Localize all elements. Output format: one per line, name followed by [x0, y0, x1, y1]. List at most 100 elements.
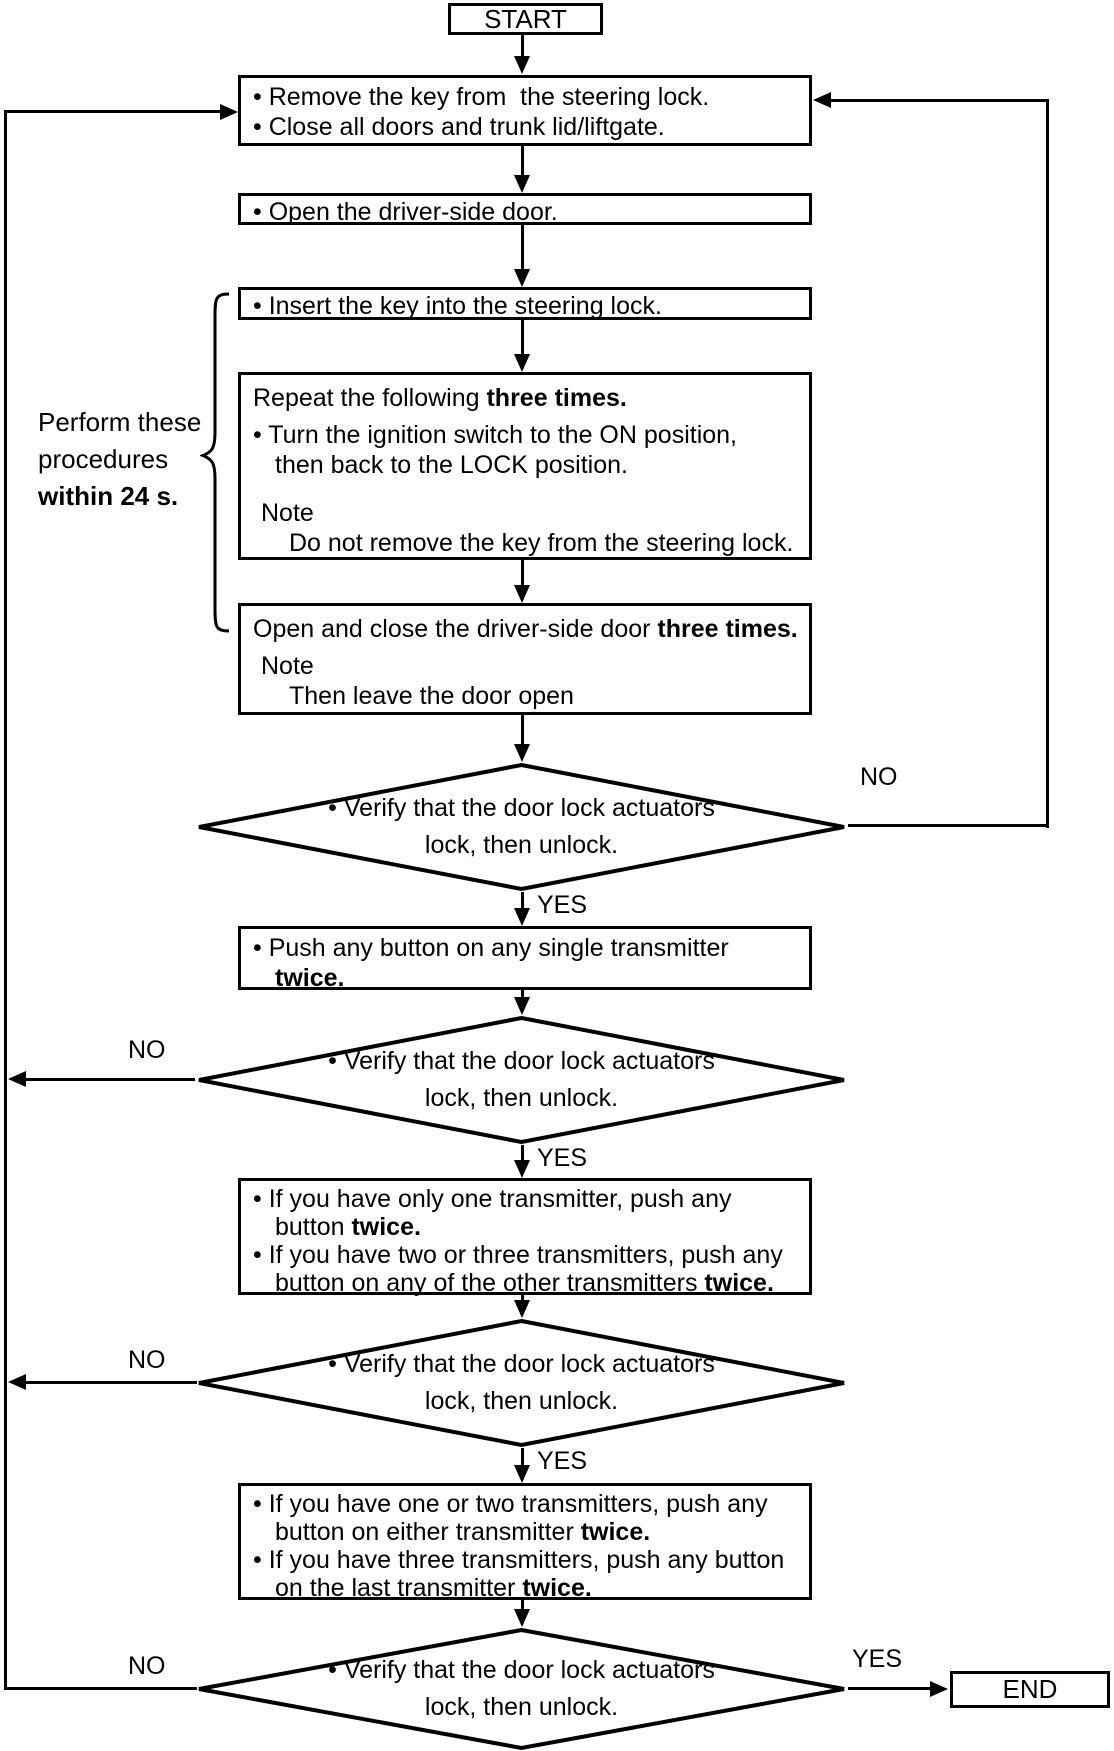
process-box-last-transmitter: • If you have one or two transmitters, p… [238, 1483, 812, 1602]
bold-text-segment: three times. [486, 384, 627, 412]
decision-text: • Verify that the door lock actuators lo… [195, 1627, 848, 1751]
connector-box7-to-decision3 [521, 1295, 524, 1302]
process-box-open-close-door: Open and close the driver-side door thre… [238, 603, 812, 715]
connector-box6-to-decision2 [521, 990, 524, 999]
end-node: END [950, 1671, 1110, 1708]
connector-decision4-yes-to-end [848, 1687, 932, 1690]
text-segment: Note [261, 652, 314, 680]
connector-decision3-no [26, 1381, 197, 1384]
text-line: Repeat the following three times. [253, 383, 799, 413]
decision-line: lock, then unlock. [424, 1693, 619, 1721]
decision-text: • Verify that the door lock actuators lo… [195, 1015, 848, 1145]
text-segment: • Push any button on any single transmit… [253, 934, 729, 962]
arrowhead-down [514, 1300, 530, 1318]
diamond-shape [198, 1627, 845, 1751]
text-segment: Perform these [38, 407, 202, 437]
decision-line: lock, then unlock. [424, 1387, 619, 1415]
text-segment: • Close all doors and trunk lid/liftgate… [253, 113, 665, 141]
text-segment: Open and close the driver-side door [253, 615, 658, 643]
text-line: button on either transmitter twice. [253, 1518, 799, 1546]
no-label-3: NO [128, 1346, 166, 1374]
process-box-repeat-ignition: Repeat the following three times. • Turn … [238, 372, 812, 560]
text-line: Note [253, 498, 799, 528]
decision-line: • Verify that the door lock actuators [328, 1656, 715, 1684]
connector-start-to-box1 [521, 34, 524, 58]
text-segment: • If you have only one transmitter, push… [253, 1185, 732, 1213]
text-line: twice. [253, 963, 799, 993]
start-node: START [448, 3, 603, 35]
diamond-shape [198, 1318, 845, 1448]
connector-left-return-line [4, 111, 7, 1690]
no-label-2: NO [128, 1036, 166, 1064]
bold-text-segment: twice. [351, 1213, 421, 1241]
arrowhead-right [220, 104, 238, 120]
text-line: • Remove the key from the steering lock. [253, 82, 799, 112]
process-box-insert-key: • Insert the key into the steering lock. [238, 287, 812, 320]
decision-text: • Verify that the door lock actuators lo… [195, 1318, 848, 1448]
connector-decision1-no [848, 824, 1049, 827]
arrowhead-down [514, 744, 530, 762]
arrowhead-right [930, 1681, 948, 1697]
text-line: Then leave the door open [253, 681, 799, 711]
process-box-remove-key: • Remove the key from the steering lock.… [238, 75, 812, 146]
text-segment: Do not remove the key from the steering … [289, 529, 794, 557]
bold-text-segment: within 24 s. [38, 481, 179, 511]
text-line: • Close all doors and trunk lid/liftgate… [253, 112, 799, 142]
process-box-open-door: • Open the driver-side door. [238, 193, 812, 226]
connector-right-to-box1 [831, 99, 1049, 102]
text-line: Open and close the driver-side door thre… [253, 614, 799, 644]
yes-label-2: YES [537, 1144, 588, 1172]
text-segment: • Remove the key from the steering lock. [253, 83, 710, 111]
text-line: button twice. [253, 1213, 799, 1241]
text-line: • Insert the key into the steering lock. [253, 291, 799, 321]
text-line: • If you have one or two transmitters, p… [253, 1490, 799, 1518]
text-segment: Then leave the door open [289, 682, 574, 710]
connector-box5-to-decision1 [521, 715, 524, 746]
connector-decision2-no [26, 1078, 195, 1081]
arrowhead-down [514, 1609, 530, 1627]
arrowhead-down [514, 175, 530, 193]
arrowhead-left [8, 1374, 26, 1390]
decision-diamond-2: • Verify that the door lock actuators lo… [195, 1015, 848, 1145]
diamond-shape [198, 762, 845, 892]
decision-diamond-4: • Verify that the door lock actuators lo… [195, 1627, 848, 1751]
text-segment: • Insert the key into the steering lock. [253, 292, 662, 320]
text-line: then back to the LOCK position. [253, 450, 799, 480]
diamond-shape [198, 1015, 845, 1145]
text-segment: Repeat the following [253, 384, 487, 412]
connector-box4-to-box5 [521, 560, 524, 587]
arrowhead-down [514, 1465, 530, 1483]
text-line: • If you have only one transmitter, push… [253, 1185, 799, 1213]
bold-text-segment: twice. [522, 1574, 592, 1602]
no-label-4: NO [128, 1652, 166, 1680]
text-segment: • If you have two or three transmitters,… [253, 1241, 783, 1269]
brace-left [200, 292, 230, 633]
connector-box8-to-decision4 [521, 1600, 524, 1611]
yes-label-4: YES [852, 1645, 903, 1673]
arrowhead-down [514, 997, 530, 1015]
decision-line: • Verify that the door lock actuators [328, 1047, 715, 1075]
text-line: Perform these [38, 404, 213, 441]
connector-decision4-no [6, 1687, 197, 1690]
connector-decision2-yes [521, 1145, 524, 1162]
text-line: within 24 s. [38, 478, 213, 515]
decision-line: • Verify that the door lock actuators [328, 794, 715, 822]
arrowhead-down [514, 1160, 530, 1178]
no-label-1: NO [860, 763, 898, 791]
text-line: button on any of the other transmitters … [253, 1269, 799, 1297]
text-segment: • Turn the ignition switch to the ON pos… [253, 421, 737, 449]
connector-left-to-box1 [4, 110, 220, 113]
text-line: Do not remove the key from the steering … [253, 528, 799, 558]
text-segment: then back to the LOCK position. [275, 451, 628, 479]
text-segment: • If you have one or two transmitters, p… [253, 1490, 768, 1518]
text-line: • Push any button on any single transmit… [253, 933, 799, 963]
arrowhead-down [514, 908, 530, 926]
text-line: • Turn the ignition switch to the ON pos… [253, 420, 799, 450]
decision-text: • Verify that the door lock actuators lo… [195, 762, 848, 892]
text-segment: Note [261, 499, 314, 527]
bold-text-segment: three times. [657, 615, 798, 643]
connector-box1-to-box2 [521, 146, 524, 177]
text-segment: • If you have three transmitters, push a… [253, 1546, 785, 1574]
